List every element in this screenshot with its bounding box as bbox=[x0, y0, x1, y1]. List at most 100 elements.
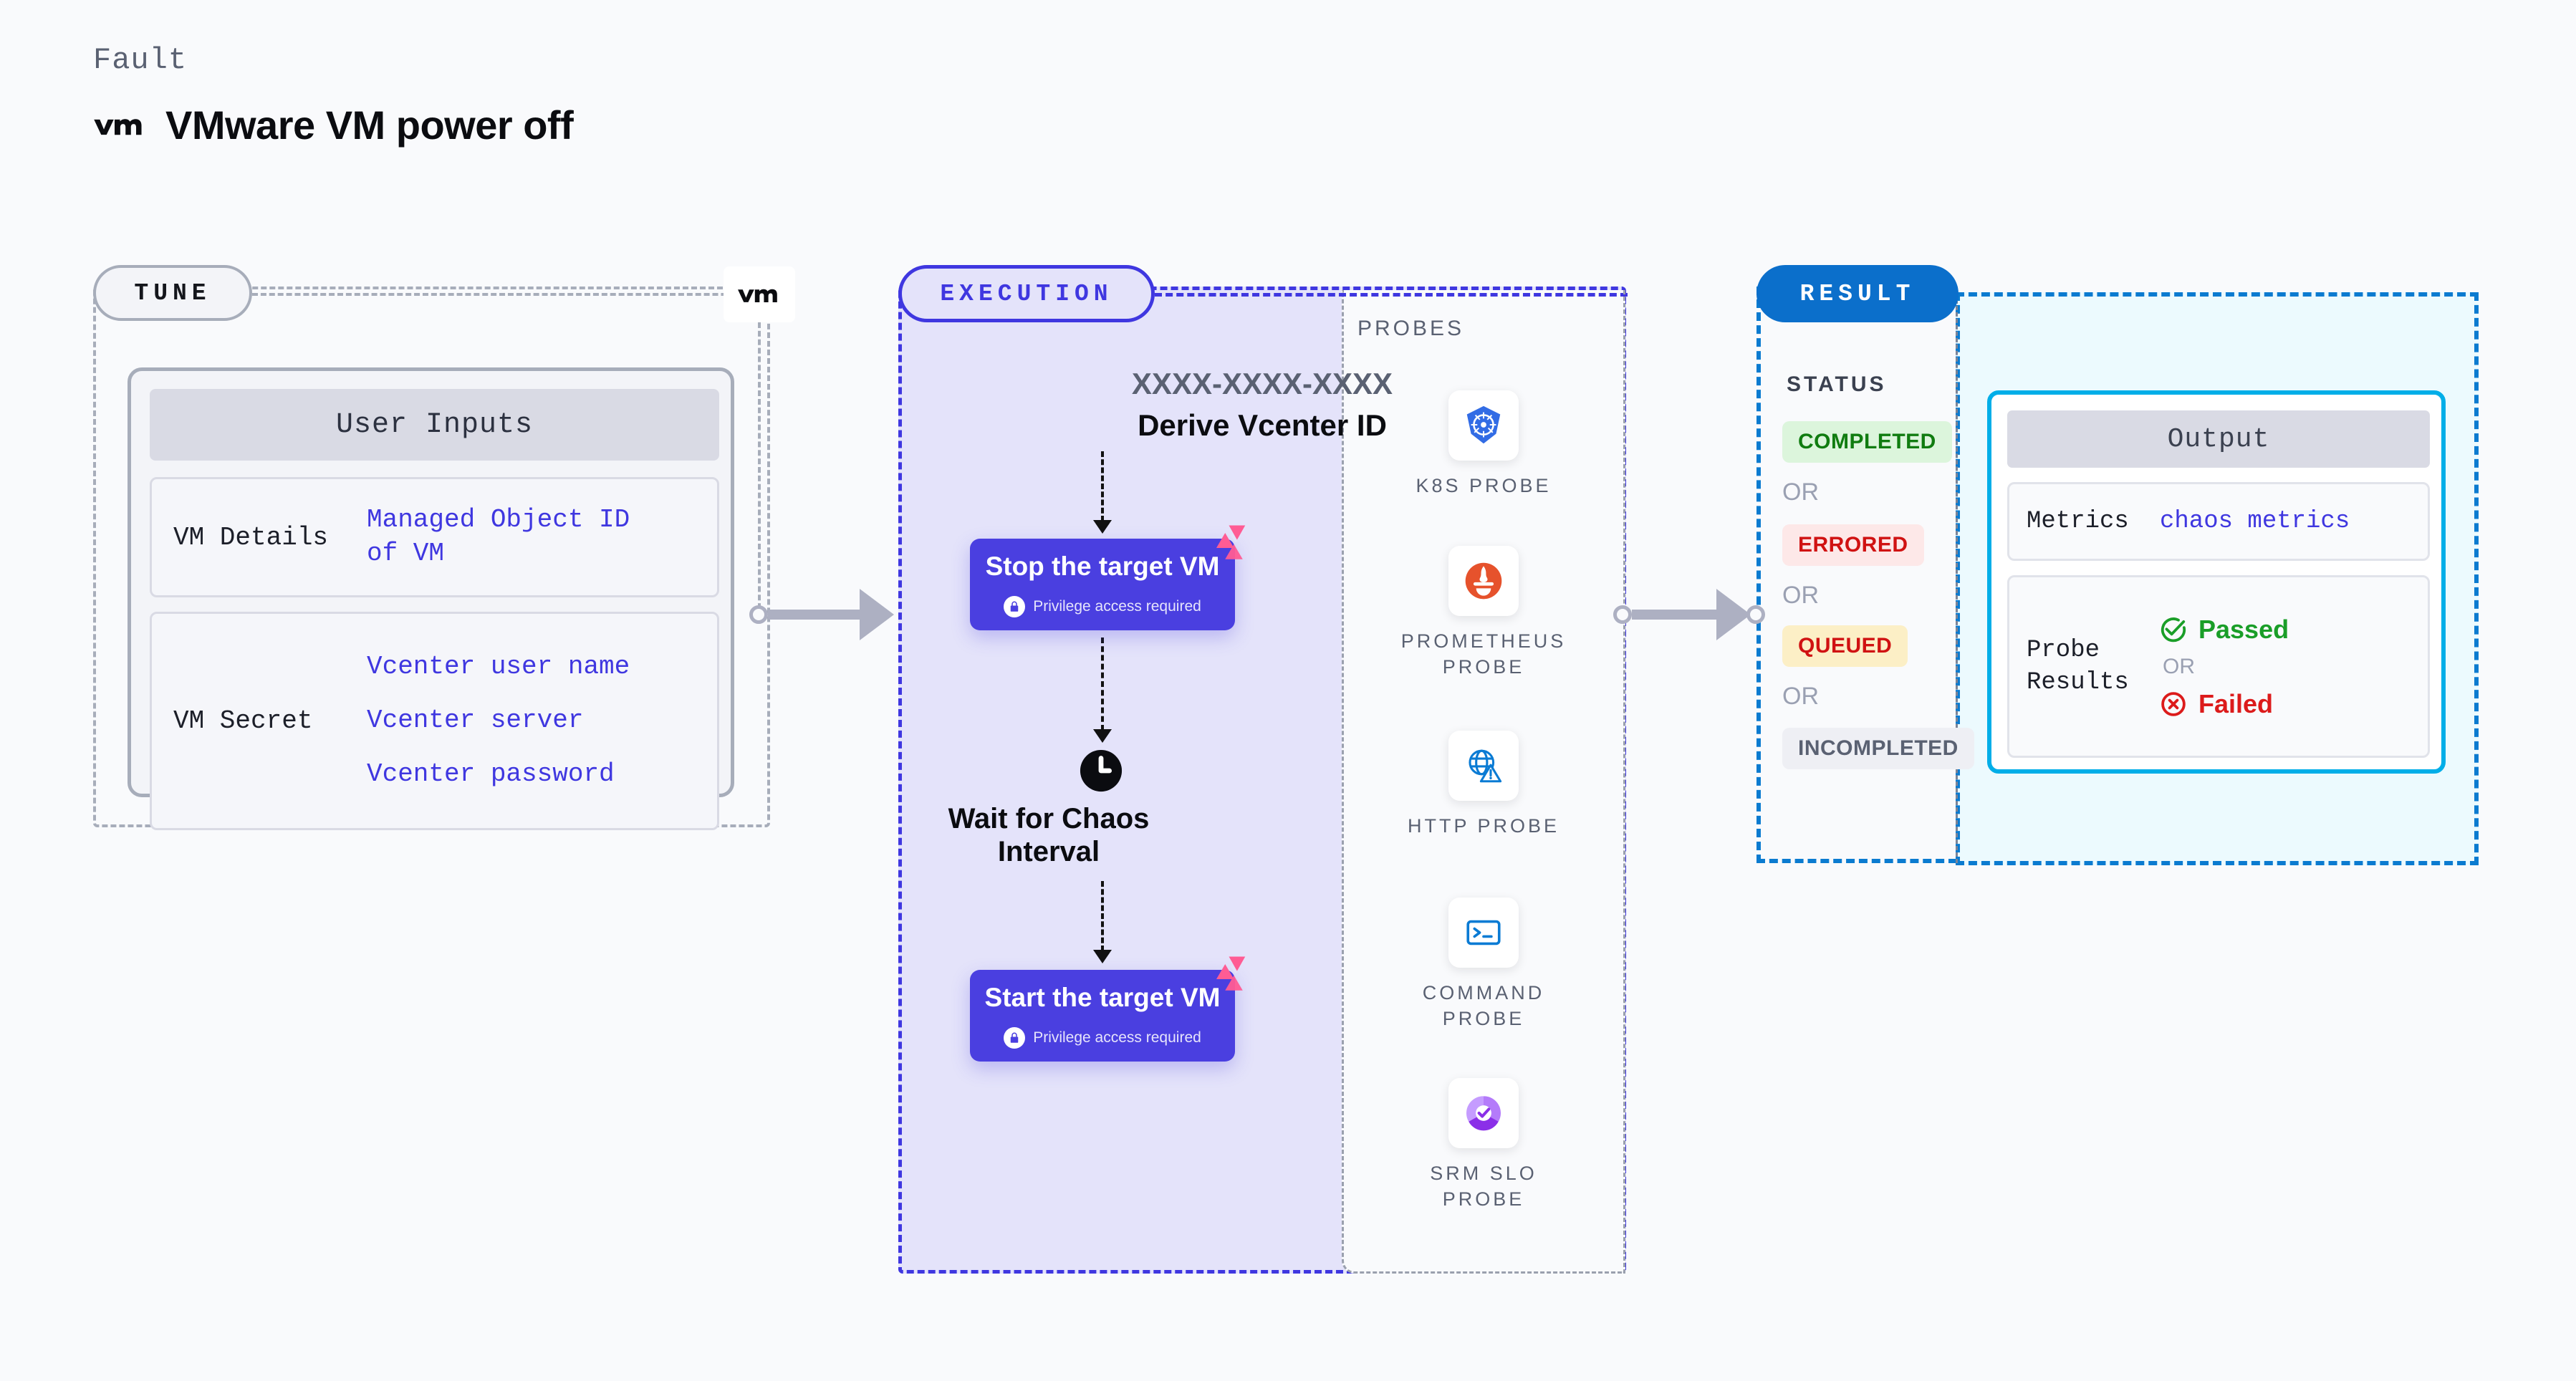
input-row-values: Vcenter user name Vcenter server Vcenter… bbox=[367, 650, 630, 791]
probe-result-label: Passed bbox=[2198, 614, 2289, 644]
input-value: Vcenter server bbox=[367, 706, 584, 736]
page-title: VMware VM power off bbox=[165, 102, 574, 148]
probe-srm-slo[interactable]: SRM SLO PROBE bbox=[1376, 1078, 1591, 1212]
connector-dot bbox=[1613, 605, 1632, 624]
vmware-chip-stem bbox=[758, 322, 761, 617]
input-row-vm-details: VM Details Managed Object ID of VM bbox=[150, 477, 719, 597]
page-header: Fault VMware VM power off bbox=[93, 43, 574, 148]
output-card-header: Output bbox=[2007, 410, 2430, 468]
user-inputs-title: User Inputs bbox=[335, 408, 534, 441]
lock-icon bbox=[1004, 1027, 1026, 1049]
flow-line-stop-to-wait bbox=[1101, 637, 1104, 731]
status-badge-errored: ERRORED bbox=[1782, 524, 1924, 566]
input-row-key: VM Secret bbox=[173, 706, 313, 736]
x-circle-icon bbox=[2161, 691, 2186, 716]
tune-connector-line bbox=[252, 293, 761, 296]
output-row-key: Probe Results bbox=[2027, 637, 2129, 696]
step-note: Privilege access required bbox=[1033, 598, 1201, 615]
input-value: Vcenter password bbox=[367, 759, 615, 789]
probe-label: K8S PROBE bbox=[1416, 475, 1552, 496]
step-note: Privilege access required bbox=[1033, 1029, 1201, 1046]
srm-slo-donut-icon bbox=[1448, 1078, 1519, 1148]
output-row-probe-results: Probe Results Passed OR Failed bbox=[2007, 575, 2430, 758]
derive-uid-text: XXXX-XXXX-XXXX bbox=[1131, 367, 1393, 400]
result-status-panel-right-edge bbox=[1956, 287, 1958, 863]
probe-command[interactable]: COMMAND PROBE bbox=[1376, 898, 1591, 1031]
kubernetes-icon bbox=[1448, 390, 1519, 461]
probe-result-values: Passed OR Failed bbox=[2160, 615, 2289, 719]
status-or-label: OR bbox=[1782, 683, 1819, 710]
http-globe-alert-icon bbox=[1448, 731, 1519, 801]
step-title: Start the target VM bbox=[984, 983, 1221, 1012]
status-badge-incompleted: INCOMPLETED bbox=[1782, 728, 1974, 769]
user-inputs-header: User Inputs bbox=[150, 389, 719, 461]
probe-http[interactable]: HTTP PROBE bbox=[1376, 731, 1591, 839]
vmware-logo-icon bbox=[738, 289, 777, 302]
derive-label: Derive Vcenter ID bbox=[1138, 408, 1387, 442]
vmware-chip bbox=[724, 266, 795, 322]
output-row-metrics: Metrics chaos metrics bbox=[2007, 482, 2430, 561]
flow-arrowhead bbox=[1093, 520, 1112, 534]
step-note-row: Privilege access required bbox=[1004, 596, 1201, 617]
connector-dot bbox=[749, 605, 768, 624]
input-row-key: VM Details bbox=[173, 522, 329, 552]
probes-title: PROBES bbox=[1357, 317, 1465, 340]
vmware-logo-icon bbox=[94, 118, 142, 135]
input-value: Vcenter user name bbox=[367, 652, 630, 682]
output-card: Output Metrics chaos metrics Probe Resul… bbox=[1987, 390, 2446, 774]
connector-arrow-execution-to-result bbox=[1613, 589, 1765, 640]
input-row-vm-secret: VM Secret Vcenter user name Vcenter serv… bbox=[150, 612, 719, 830]
connector-head bbox=[1716, 589, 1751, 640]
probe-result-failed: Failed bbox=[2160, 689, 2289, 719]
probe-label: PROMETHEUS PROBE bbox=[1400, 630, 1567, 678]
status-badge-label: QUEUED bbox=[1798, 634, 1893, 658]
flow-arrowhead bbox=[1093, 950, 1112, 963]
step-title: Stop the target VM bbox=[985, 552, 1220, 581]
terminal-icon bbox=[1448, 898, 1519, 968]
input-row-values: Managed Object ID of VM bbox=[367, 504, 630, 571]
probe-result-passed: Passed bbox=[2160, 615, 2289, 645]
step-stop-the-target-vm[interactable]: Stop the target VM Privilege access requ… bbox=[970, 525, 1246, 630]
status-title: STATUS bbox=[1787, 372, 1887, 396]
status-badge-label: ERRORED bbox=[1798, 533, 1908, 557]
execution-connector-line bbox=[1155, 293, 1628, 297]
probe-label: HTTP PROBE bbox=[1407, 815, 1560, 837]
result-badge: RESULT bbox=[1756, 265, 1959, 322]
connector-shaft bbox=[1632, 610, 1718, 620]
connector-shaft bbox=[768, 610, 861, 620]
step-note-row: Privilege access required bbox=[1004, 1027, 1201, 1049]
probe-label: SRM SLO PROBE bbox=[1430, 1163, 1537, 1210]
title-row: VMware VM power off bbox=[93, 102, 574, 148]
connector-arrow-tune-to-execution bbox=[749, 589, 894, 640]
status-badge-label: COMPLETED bbox=[1798, 430, 1936, 453]
connector-dot bbox=[1746, 605, 1765, 624]
probe-result-label: Failed bbox=[2198, 688, 2274, 718]
connector-head bbox=[860, 589, 894, 640]
status-or-label: OR bbox=[1782, 582, 1819, 609]
output-title: Output bbox=[2167, 423, 2270, 455]
wait-for-chaos-interval-label: Wait for Chaos Interval bbox=[948, 803, 1150, 868]
fault-eyebrow-label: Fault bbox=[93, 43, 188, 77]
lock-icon bbox=[1004, 596, 1026, 617]
litmus-chaos-icon bbox=[1216, 956, 1246, 991]
probe-result-or-label: OR bbox=[2163, 654, 2195, 678]
execution-badge-label: EXECUTION bbox=[940, 280, 1113, 307]
flow-line-derive-to-stop bbox=[1101, 451, 1104, 521]
tune-badge-label: TUNE bbox=[134, 279, 211, 307]
probe-k8s[interactable]: K8S PROBE bbox=[1376, 390, 1591, 499]
prometheus-icon bbox=[1448, 546, 1519, 616]
user-inputs-card: User Inputs VM Details Managed Object ID… bbox=[128, 367, 734, 830]
step-start-the-target-vm[interactable]: Start the target VM Privilege access req… bbox=[970, 956, 1246, 1062]
status-badge-label: INCOMPLETED bbox=[1798, 736, 1959, 760]
clock-icon bbox=[1079, 749, 1123, 797]
status-badge-completed: COMPLETED bbox=[1782, 421, 1952, 463]
probe-prometheus[interactable]: PROMETHEUS PROBE bbox=[1376, 546, 1591, 680]
output-row-value: chaos metrics bbox=[2160, 508, 2350, 535]
execution-badge: EXECUTION bbox=[898, 265, 1155, 322]
probes-panel-right-edge bbox=[1623, 290, 1625, 1274]
status-or-label: OR bbox=[1782, 478, 1819, 506]
result-badge-label: RESULT bbox=[1799, 280, 1916, 307]
tune-badge: TUNE bbox=[93, 265, 252, 321]
input-value: Managed Object ID of VM bbox=[367, 505, 630, 568]
flow-arrowhead bbox=[1093, 729, 1112, 743]
